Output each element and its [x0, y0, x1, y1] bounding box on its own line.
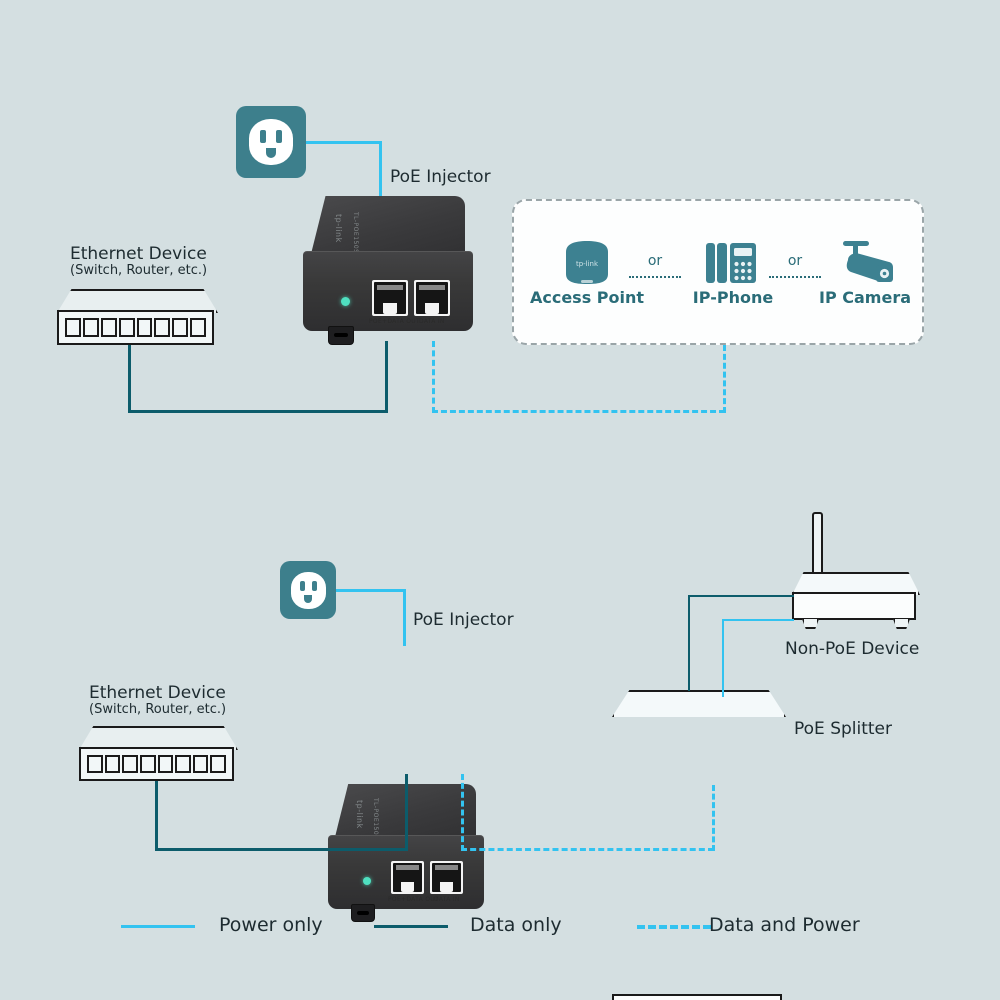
option-separator-or-1: or — [647, 253, 663, 269]
poe-splitter-top-face — [612, 690, 786, 717]
router-foot-left — [802, 619, 819, 629]
injector-brand-logo-bottom: tp-link — [355, 800, 364, 829]
data-cable-bottom-right-vertical — [405, 774, 408, 851]
splitter-router-data-horizontal — [688, 595, 794, 597]
ethernet-switch-body-bottom — [79, 747, 234, 781]
switch-port — [82, 317, 99, 338]
switch-port — [210, 754, 226, 774]
injector-brand-logo-top: tp-link — [334, 214, 343, 243]
poe-cable-bottom-left-vertical — [461, 774, 464, 851]
legend-label-power-only: Power only — [219, 914, 323, 936]
access-point-icon: tp-link — [566, 241, 608, 284]
ethernet-device-title-top: Ethernet Device — [70, 244, 207, 264]
option-separator-dots-1 — [629, 276, 681, 278]
power-cable-bottom-vertical — [403, 589, 406, 646]
switch-port — [118, 317, 135, 338]
legend-label-data-and-power: Data and Power — [709, 914, 860, 936]
data-cable-top-left-vertical — [128, 345, 131, 413]
injector-poe-out-caption-top: POE+DATA OUT — [369, 318, 420, 325]
injector-model-label-bottom: TL-POE150S — [372, 798, 379, 840]
poe-cable-bottom-right-vertical — [712, 785, 715, 851]
power-outlet-icon-bottom — [280, 561, 336, 619]
switch-port — [136, 317, 153, 338]
poe-injector-label-bottom: PoE Injector — [413, 610, 514, 630]
injector-data-in-caption-bottom: DATA IN — [434, 896, 460, 903]
splitter-router-power-horizontal — [722, 619, 794, 621]
switch-port — [100, 317, 117, 338]
switch-port — [175, 754, 191, 774]
poe-cable-top-horizontal — [432, 410, 725, 413]
poe-cable-top-right-vertical — [723, 345, 726, 413]
non-poe-device-label: Non-PoE Device — [785, 639, 920, 659]
switch-port — [139, 754, 156, 774]
ip-phone-label: IP-Phone — [692, 288, 774, 307]
power-cable-top-vertical — [379, 141, 382, 207]
ethernet-switch-top-face-bottom — [79, 726, 238, 750]
option-separator-dots-2 — [769, 276, 821, 278]
power-outlet-icon-top — [236, 106, 306, 178]
router-foot-right — [893, 619, 910, 629]
poe-cable-bottom-horizontal — [461, 848, 714, 851]
injector-power-led-bottom — [363, 877, 371, 885]
injector-poe-out-port-bottom — [391, 861, 424, 894]
switch-port — [154, 317, 171, 338]
poe-splitter-body — [612, 994, 782, 1000]
injector-power-led-top — [341, 297, 350, 306]
legend-swatch-data-only — [374, 925, 448, 928]
access-point-label: Access Point — [529, 288, 645, 307]
ip-camera-icon — [843, 241, 893, 282]
poe-injector-label-top: PoE Injector — [390, 167, 491, 187]
data-cable-top-horizontal — [128, 410, 388, 413]
splitter-router-data-vertical — [688, 595, 690, 691]
ip-camera-label: IP Camera — [819, 288, 911, 307]
ip-phone-icon — [706, 243, 756, 283]
injector-top-face — [310, 196, 465, 258]
router-body — [792, 592, 916, 620]
ethernet-device-subtitle-bottom: (Switch, Router, etc.) — [89, 702, 227, 717]
ethernet-switch-ports-top — [65, 317, 206, 338]
router-antenna — [812, 512, 823, 578]
switch-port — [172, 317, 189, 338]
poe-splitter-label: PoE Splitter — [794, 719, 892, 739]
switch-port — [104, 754, 121, 774]
switch-port — [65, 317, 81, 338]
injector-data-in-caption-top: DATA IN — [419, 318, 445, 325]
power-cable-bottom-horizontal — [336, 589, 406, 592]
poe-injector-top: tp-link TL-POE150S POE+DATA OUT DATA IN — [303, 196, 473, 345]
injector-poe-out-caption-bottom: POE+DATA OUT — [388, 896, 439, 903]
ethernet-device-title-bottom: Ethernet Device — [89, 683, 226, 703]
data-cable-bottom-left-vertical — [155, 781, 158, 851]
injector-poe-out-port-top — [372, 280, 408, 316]
injector-data-in-port-top — [414, 280, 450, 316]
injector-model-label-top: TL-POE150S — [352, 212, 359, 254]
data-cable-bottom-horizontal — [155, 848, 408, 851]
svg-text:tp-link: tp-link — [576, 260, 599, 268]
switch-port — [157, 754, 174, 774]
injector-dc-jack-bottom — [351, 904, 375, 922]
ethernet-device-subtitle-top: (Switch, Router, etc.) — [70, 263, 208, 278]
switch-port — [87, 754, 103, 774]
ethernet-switch-ports-bottom — [87, 754, 226, 774]
switch-port — [122, 754, 138, 774]
splitter-router-power-vertical — [722, 619, 724, 697]
switch-port — [190, 317, 206, 338]
legend-swatch-data-and-power — [637, 925, 711, 929]
power-cable-top-horizontal — [306, 141, 382, 144]
ethernet-switch-body-top — [57, 310, 214, 345]
injector-data-in-port-bottom — [430, 861, 463, 894]
legend-swatch-power-only — [121, 925, 195, 928]
injector-dc-jack-top — [328, 326, 354, 345]
data-cable-top-right-vertical — [385, 341, 388, 413]
poe-cable-top-left-vertical — [432, 341, 435, 413]
option-separator-or-2: or — [787, 253, 803, 269]
switch-port — [192, 754, 209, 774]
legend-label-data-only: Data only — [470, 914, 562, 936]
